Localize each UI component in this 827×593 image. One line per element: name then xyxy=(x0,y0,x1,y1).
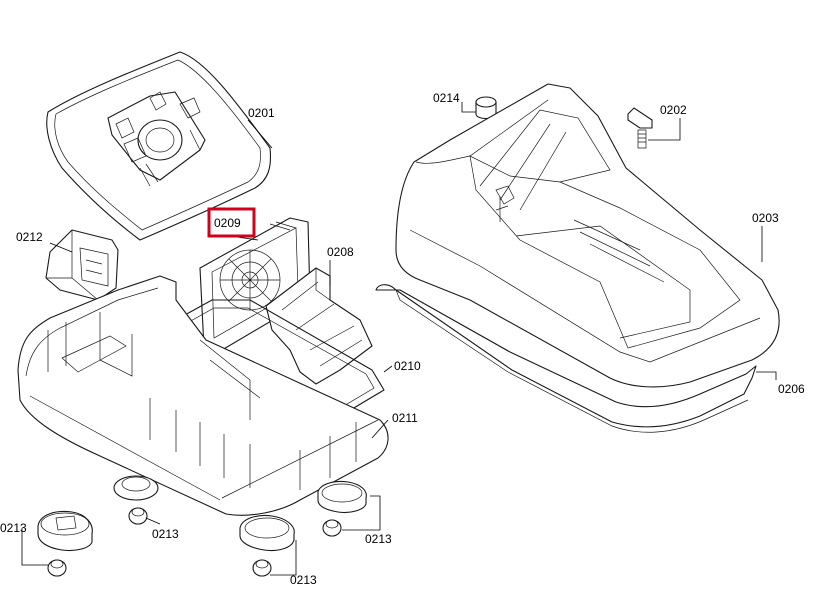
label-0211: 0211 xyxy=(392,411,418,425)
label-0213-a: 0213 xyxy=(152,527,179,541)
label-0203: 0203 xyxy=(752,211,779,225)
part-0213-wheel-front-left[interactable] xyxy=(113,475,159,501)
part-0206-bumper-strip[interactable] xyxy=(375,284,757,433)
part-0203-upper-housing[interactable] xyxy=(395,83,780,388)
part-0201-dust-bag[interactable] xyxy=(46,51,272,241)
part-0213-cap-front-left[interactable] xyxy=(128,507,148,525)
leader-0214 xyxy=(461,102,476,113)
label-0201: 0201 xyxy=(248,106,275,120)
part-0213-cap-loose[interactable] xyxy=(47,559,67,577)
label-0210: 0210 xyxy=(394,359,421,373)
part-0202-latch[interactable] xyxy=(627,107,653,149)
part-0213-cap-rear-right[interactable] xyxy=(322,519,342,537)
label-0213-b: 0213 xyxy=(0,521,27,535)
leader-0213-a xyxy=(145,517,161,525)
leader-0211 xyxy=(371,419,389,439)
part-0214-button[interactable] xyxy=(475,96,497,120)
label-0213-c: 0213 xyxy=(290,573,317,587)
part-0213-wheel-loose[interactable] xyxy=(37,510,93,552)
label-0212: 0212 xyxy=(16,230,43,244)
label-0209: 0209 xyxy=(214,216,241,230)
part-0213-cap-front-center[interactable] xyxy=(252,559,272,577)
leader-0213-b xyxy=(21,528,48,566)
label-0214: 0214 xyxy=(433,91,460,105)
label-0206: 0206 xyxy=(778,382,805,396)
label-0213-d: 0213 xyxy=(365,532,392,546)
part-0213-wheel-rear-right[interactable] xyxy=(317,480,367,514)
leader-0202 xyxy=(648,118,681,141)
callout-0209[interactable]: 0209 xyxy=(207,207,256,238)
leader-0213-c xyxy=(270,540,297,576)
part-0212-filter-cassette[interactable] xyxy=(45,229,119,301)
leader-0201 xyxy=(247,119,273,149)
part-0213-wheel-front-center[interactable] xyxy=(239,514,295,552)
highlight-box-0209 xyxy=(207,207,256,238)
label-0208: 0208 xyxy=(327,245,354,259)
part-0211-lower-housing[interactable] xyxy=(17,275,389,516)
leader-0212 xyxy=(49,242,73,253)
label-0202: 0202 xyxy=(660,103,687,117)
leader-0210 xyxy=(383,365,393,373)
leader-0213-d xyxy=(342,495,381,531)
leader-0206 xyxy=(756,371,777,380)
